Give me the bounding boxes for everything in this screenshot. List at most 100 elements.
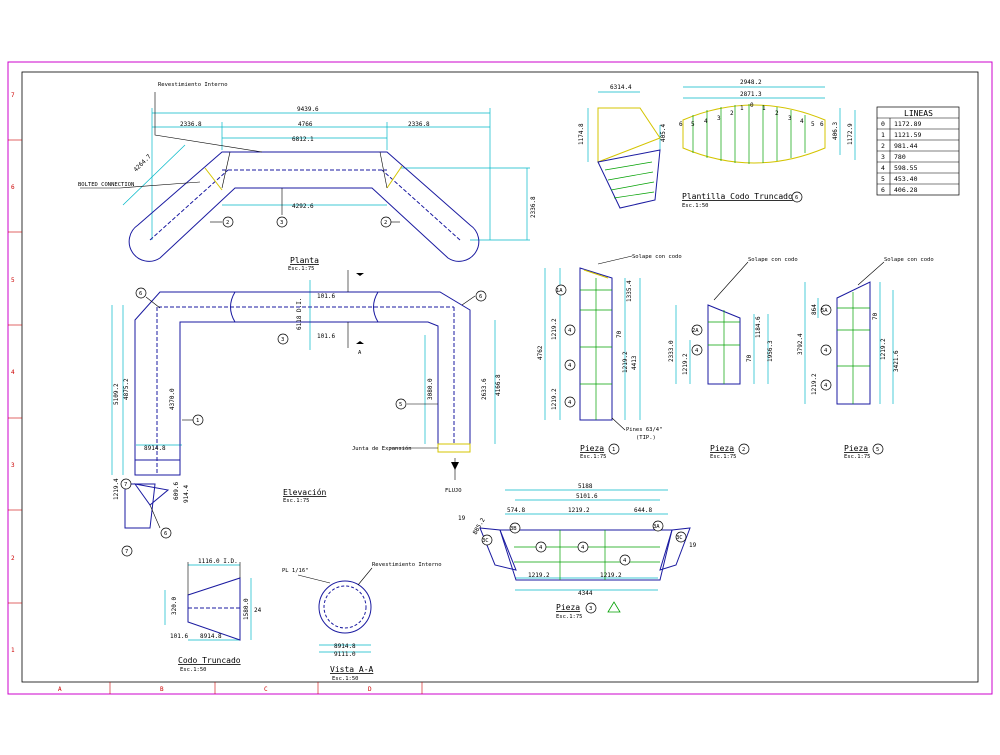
dim-height: 2336.8 bbox=[530, 196, 537, 218]
line-num: 6 bbox=[679, 121, 683, 128]
dim-f: 70 bbox=[616, 330, 623, 338]
tag-label: 5A bbox=[821, 308, 828, 314]
label-solape: Solape con codo bbox=[632, 254, 682, 260]
tag-circle bbox=[555, 284, 567, 296]
tag-label: 4 bbox=[695, 348, 699, 354]
callout-label: 7 bbox=[124, 482, 127, 488]
tag-label: 3A bbox=[653, 524, 660, 530]
tag-label: 4 bbox=[623, 558, 627, 564]
plantilla-nums: 6 5 4 3 2 1 0 1 2 3 4 5 6 bbox=[679, 102, 824, 128]
dim-c: 4413 bbox=[631, 355, 638, 370]
line-num: 2 bbox=[730, 110, 734, 117]
dim-w1: 2948.2 bbox=[740, 79, 762, 86]
dim-right: 2336.8 bbox=[408, 121, 430, 128]
dim-sh: 1174.8 bbox=[578, 123, 585, 145]
dim-g: 1335.4 bbox=[626, 280, 633, 302]
callout-circle bbox=[380, 216, 392, 228]
label-solape: Solape con codo bbox=[748, 257, 798, 263]
tag-label: 4 bbox=[568, 400, 572, 406]
codo-scale: Esc.1:50 bbox=[180, 667, 207, 673]
callout-label: 5 bbox=[399, 402, 402, 408]
lineas-n: 3 bbox=[881, 153, 885, 161]
arrow-down-icon bbox=[451, 462, 459, 470]
dim-left: 2336.8 bbox=[180, 121, 202, 128]
dim-overall: 9439.6 bbox=[297, 106, 319, 113]
vista-title: Vista A-A bbox=[330, 665, 374, 674]
lineas-v: 1172.89 bbox=[894, 120, 921, 128]
vista-scale: Esc.1:50 bbox=[332, 676, 359, 682]
tag-label: 3B bbox=[510, 526, 517, 532]
dim-p3: 914.4 bbox=[183, 485, 190, 503]
tag-circle bbox=[564, 396, 576, 408]
callout-label: 1 bbox=[612, 447, 615, 453]
dim-w1: 8914.8 bbox=[144, 445, 166, 452]
pieza5-title: Pieza bbox=[844, 444, 868, 453]
callout-circle bbox=[120, 478, 132, 490]
callout-label: 2 bbox=[384, 220, 387, 226]
dim-left: 320.0 bbox=[171, 597, 178, 615]
dim-r3: 4166.8 bbox=[495, 374, 502, 396]
tag-circle bbox=[691, 324, 703, 336]
grid-col-labels: A B C D bbox=[58, 686, 372, 693]
dim-d2: 6118 D.I. bbox=[296, 297, 303, 330]
callout-label: 3 bbox=[589, 606, 592, 612]
tag-label: 4 bbox=[824, 348, 828, 354]
tag-label: 4 bbox=[824, 383, 828, 389]
tag-circle bbox=[691, 344, 703, 356]
dim-top: 1116.0 I.D. bbox=[198, 558, 238, 565]
dim-d: 1219.2 bbox=[622, 351, 629, 373]
lineas-v: 598.55 bbox=[894, 164, 918, 172]
callout-circle bbox=[135, 287, 147, 299]
pieza-5-view: Solape con codo 5A 4 4 3792.4 864 1219.2… bbox=[797, 257, 934, 460]
tag-circle bbox=[820, 304, 832, 316]
tag-circle bbox=[535, 541, 547, 553]
dim-b1: 1219.2 bbox=[528, 572, 550, 579]
plantilla-scale: Esc.1:50 bbox=[682, 203, 709, 209]
pieza-2-view: Solape con codo 2A 4 2333.0 1219.2 1184.… bbox=[668, 257, 798, 460]
dim-p2: 609.6 bbox=[173, 482, 180, 500]
planta-view: 2 3 2 9439.6 2336.8 4766 2336.8 6812.1 4… bbox=[78, 82, 537, 272]
dim-e: 1219.2 bbox=[551, 388, 558, 410]
elevacion-title: Elevación bbox=[283, 487, 327, 497]
dim-h1: 5109.2 bbox=[113, 383, 120, 405]
dim-ang2: 19 bbox=[689, 542, 697, 549]
tag-circle bbox=[820, 344, 832, 356]
callout-label: 6 bbox=[139, 291, 142, 297]
tag-label: 1A bbox=[556, 288, 563, 294]
callout-circle bbox=[121, 545, 133, 557]
dim-sm: 6314.4 bbox=[610, 84, 632, 91]
dim-h3: 4370.0 bbox=[169, 388, 176, 410]
pieza3-scale: Esc.1:75 bbox=[556, 614, 583, 620]
label-pines: Pines 63/4" bbox=[626, 427, 662, 433]
callout-circle bbox=[872, 443, 884, 455]
inner-border bbox=[21, 71, 979, 683]
tag-label: 4 bbox=[568, 363, 572, 369]
label-junta: Junta de Expansión bbox=[352, 445, 412, 452]
callout-label: 7 bbox=[125, 549, 128, 555]
codo-title: Codo Truncado bbox=[178, 656, 241, 665]
tag-circle bbox=[652, 520, 664, 532]
label-flujo: FLUJO bbox=[445, 488, 462, 494]
callout-circle bbox=[222, 216, 234, 228]
pieza3-title: Pieza bbox=[556, 603, 580, 612]
line-num: 0 bbox=[750, 102, 754, 109]
dim-r1: 3080.0 bbox=[427, 378, 434, 400]
dim-c: 1219.2 bbox=[880, 338, 887, 360]
dim-l1: 574.8 bbox=[507, 507, 525, 514]
section-label: A bbox=[358, 350, 362, 356]
callout-label: 3 bbox=[281, 337, 284, 343]
line-num: 4 bbox=[800, 118, 804, 125]
dim-r2: 2633.6 bbox=[481, 378, 488, 400]
grid-ticks bbox=[8, 139, 423, 694]
dim-e: 1956.3 bbox=[767, 340, 774, 362]
callout-label: 1 bbox=[196, 418, 199, 424]
elevacion-view: A 6 6 3 1 5 7 7 6 101.6 6118 D.I. 101.6 … bbox=[111, 270, 502, 557]
elevacion-scale: Esc.1:75 bbox=[283, 498, 310, 504]
codo-truncado-view: 1116.0 I.D. 320.0 1580.0 24 8914.8 101.6… bbox=[164, 558, 262, 673]
callout-label: 6 bbox=[164, 531, 167, 537]
callout-circle bbox=[738, 443, 750, 455]
lineas-n: 4 bbox=[881, 164, 885, 172]
grid-row-label: 5 bbox=[11, 277, 15, 284]
callout-circle bbox=[791, 191, 803, 203]
